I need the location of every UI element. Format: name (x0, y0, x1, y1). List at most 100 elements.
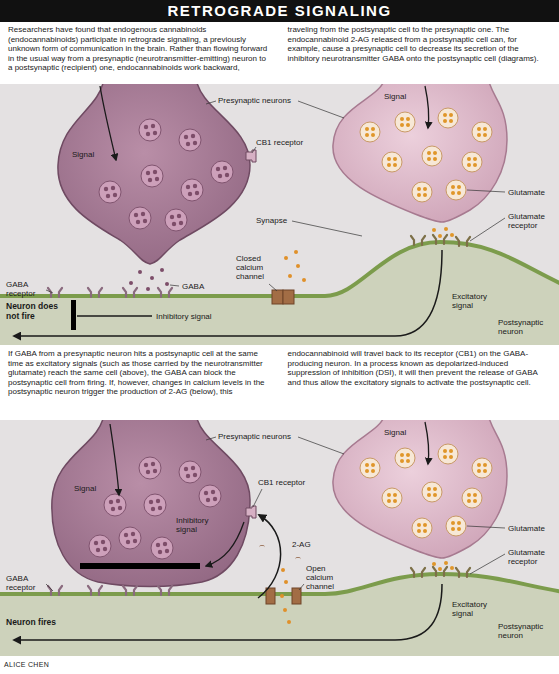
part-label: Presynaptic neurons (218, 432, 308, 441)
outcome-label: Neuron fires (6, 618, 66, 628)
glutamate-presynaptic-neuron (333, 420, 507, 558)
vesicle (199, 485, 221, 507)
vesicle (165, 209, 187, 231)
signal-arrow (425, 422, 429, 464)
glutamate-molecule (444, 561, 448, 565)
glutamate-molecule (432, 562, 436, 566)
calcium-ions (280, 568, 291, 624)
leader-line (206, 437, 216, 440)
vesicle (472, 458, 492, 478)
signal-label: Signal (74, 484, 104, 493)
leader-line (252, 147, 256, 153)
part-label: Presynaptic neurons (218, 96, 308, 105)
glutamate-presynaptic-neuron (333, 84, 507, 222)
signal-label: Signal (72, 150, 102, 159)
bottom-panel (0, 420, 559, 656)
vesicle (119, 527, 141, 549)
gaba-receptor (48, 288, 62, 297)
vesicle (139, 119, 161, 141)
vesicle (412, 182, 432, 202)
calcium-ion (284, 580, 288, 584)
part-label: CB1 receptor (258, 478, 313, 487)
leader-line (292, 221, 362, 236)
part-label: CB1 receptor (256, 138, 311, 147)
signal-label: Signal (384, 428, 414, 437)
part-label: Glutamate receptor (508, 548, 552, 566)
gaba-receptor (88, 586, 102, 595)
vesicle (412, 518, 432, 538)
gaba-receptor (123, 586, 137, 595)
glutamate-receptor (456, 568, 470, 577)
gaba-receptor (123, 288, 137, 297)
gaba-molecule (165, 282, 169, 286)
vesicle (472, 122, 492, 142)
part-label: Glutamate (508, 188, 552, 197)
glutamate-molecule (432, 228, 436, 232)
signal-arrow (425, 86, 429, 128)
signal-label: Inhibitory signal (156, 312, 226, 321)
leader-line (470, 554, 505, 574)
leader-line (470, 218, 505, 241)
leader-line (467, 526, 505, 528)
part-label: Postsynaptic neuron (498, 318, 554, 336)
gaba-molecule (146, 287, 150, 291)
leader-line (467, 190, 505, 192)
calcium-channel (283, 290, 294, 304)
signal-arrow (110, 424, 119, 495)
glutamate-receptor (411, 236, 425, 245)
part-label: GABA (182, 282, 212, 291)
leader-line (170, 285, 179, 286)
leader-line (269, 284, 277, 291)
vesicle (179, 129, 201, 151)
cb1-receptor (246, 150, 256, 162)
glutamate-receptor (411, 568, 425, 577)
calcium-channel (292, 588, 301, 604)
vesicle (360, 458, 380, 478)
glutamate-molecule (450, 233, 454, 237)
2-ag-molecule (295, 557, 301, 560)
vesicle (446, 516, 466, 536)
calcium-ion (302, 278, 306, 282)
leader-lines (46, 101, 505, 293)
leader-line (206, 101, 216, 104)
vesicle (211, 161, 233, 183)
inhibitory-line (77, 315, 152, 317)
leader-line (46, 290, 53, 293)
calcium-ions (284, 250, 306, 282)
gaba-receptor (158, 288, 172, 297)
gaba-molecule (129, 281, 133, 285)
top-panel (0, 84, 559, 345)
vesicle (99, 181, 121, 203)
gaba-presynaptic-neuron (58, 84, 250, 264)
vesicle (141, 165, 163, 187)
gaba-receptor (48, 586, 62, 595)
part-label: Glutamate receptor (508, 212, 552, 230)
vesicle (360, 122, 380, 142)
calcium-ion (287, 620, 291, 624)
leader-lines (46, 437, 505, 591)
outcome-label: Neuron does not fire (6, 302, 64, 321)
vesicle (422, 482, 442, 502)
signal-arrow (100, 86, 116, 160)
excitatory-arrow (14, 584, 442, 640)
glutamate-molecule (438, 567, 442, 571)
vesicle (151, 537, 173, 559)
vesicle (139, 457, 161, 479)
vesicle (89, 535, 111, 557)
glutamate-receptor (433, 567, 447, 576)
glutamate-molecule (444, 227, 448, 231)
vesicle (382, 488, 402, 508)
calcium-ion (284, 256, 288, 260)
part-label: Open calcium channel (306, 564, 342, 591)
gaba-molecule (138, 270, 142, 274)
vesicle (181, 179, 203, 201)
figure-title: RETROGRADE SIGNALING (0, 0, 559, 22)
glutamate-molecule (438, 234, 442, 238)
vesicle (438, 444, 458, 464)
signal-label: Excitatory signal (452, 292, 497, 310)
part-label: Synapse (256, 216, 296, 225)
glutamate-receptor (456, 237, 470, 246)
inhibitory-arrow (206, 522, 244, 566)
calcium-channel (272, 290, 283, 304)
calcium-ion (280, 594, 284, 598)
